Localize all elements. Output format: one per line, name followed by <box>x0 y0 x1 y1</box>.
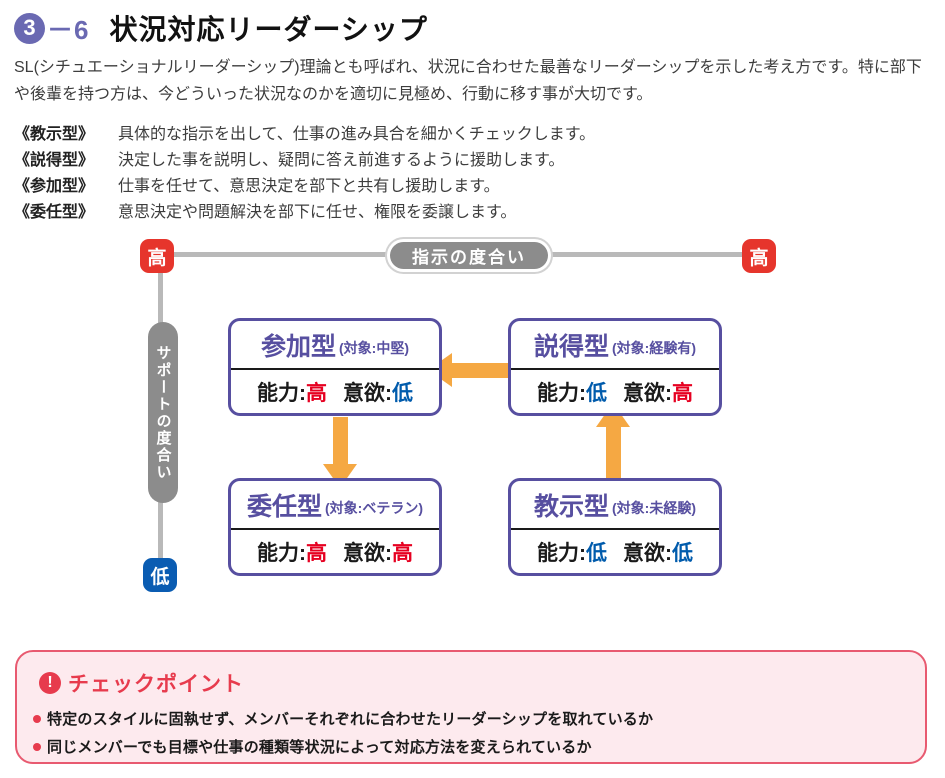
checkpoint-item-text: 同じメンバーでも目標や仕事の種類等状況によって対応方法を変えられているか <box>47 739 592 756</box>
checkpoint-title: チェックポイント <box>68 673 244 696</box>
ability-value: 高 <box>306 381 327 405</box>
list-item: 《説得型》 決定した事を説明し、疑問に答え前進するように援助します。 <box>14 148 595 174</box>
definition-label: 《説得型》 <box>14 152 95 169</box>
definition-label: 《参加型》 <box>14 178 95 195</box>
y-axis-label: サポートの度合い <box>148 322 178 503</box>
divider <box>511 528 719 530</box>
box-values: 能力:高 意欲:高 <box>231 530 439 573</box>
definition-label: 《教示型》 <box>14 126 95 143</box>
list-item: 《教示型》 具体的な指示を出して、仕事の進み具合を細かくチェックします。 <box>14 122 595 148</box>
box-values: 能力:低 意欲:高 <box>511 370 719 413</box>
axis-endpoint-high-right: 高 <box>742 239 776 273</box>
box-kyoji: 教示型 (対象:未経験) 能力:低 意欲:低 <box>508 478 722 576</box>
box-sanka: 参加型 (対象:中堅) 能力:高 意欲:低 <box>228 318 442 416</box>
divider <box>231 368 439 370</box>
axis-endpoint-low-bottom: 低 <box>143 558 177 592</box>
arrow-kyoji-to-settoku-shaft <box>606 426 621 479</box>
exclamation-icon: ! <box>39 672 61 694</box>
box-values: 能力:高 意欲:低 <box>231 370 439 413</box>
style-name: 説得型 <box>533 332 609 361</box>
definition-label: 《委任型》 <box>14 204 95 221</box>
ability-label: 能力: <box>537 381 586 405</box>
definition-text: 意思決定や問題解決を部下に任せ、権限を委譲します。 <box>118 204 517 221</box>
ability-value: 低 <box>586 541 607 565</box>
box-inin: 委任型 (対象:ベテラン) 能力:高 意欲:高 <box>228 478 442 576</box>
axis-endpoint-high-left: 高 <box>140 239 174 273</box>
checkpoint-header: ! チェックポイント <box>39 668 925 698</box>
ability-label: 能力: <box>257 381 306 405</box>
style-target: (対象:中堅) <box>339 339 409 356</box>
list-item: 同じメンバーでも目標や仕事の種類等状況によって対応方法を変えられているか <box>33 736 925 757</box>
bullet-dot-icon <box>33 714 41 723</box>
box-title: 参加型 (対象:中堅) <box>231 321 439 368</box>
style-target: (対象:経験有) <box>612 339 696 356</box>
divider <box>231 528 439 530</box>
ability-label: 能力: <box>537 541 586 565</box>
definition-text: 具体的な指示を出して、仕事の進み具合を細かくチェックします。 <box>118 126 596 143</box>
bullet-dot-icon <box>33 742 41 751</box>
chapter-suffix: －6 <box>47 14 90 45</box>
list-item: 《委任型》 意思決定や問題解決を部下に任せ、権限を委譲します。 <box>14 200 595 226</box>
style-name: 参加型 <box>260 332 336 361</box>
divider <box>511 368 719 370</box>
intro-paragraph: SL(シチュエーショナルリーダーシップ)理論とも呼ばれ、状況に合わせた最善なリー… <box>14 59 922 103</box>
box-title: 委任型 (対象:ベテラン) <box>231 481 439 528</box>
definition-text: 仕事を任せて、意思決定を部下と共有し援助します。 <box>118 178 500 195</box>
style-name: 教示型 <box>533 492 609 521</box>
will-value: 高 <box>672 381 693 405</box>
list-item: 《参加型》 仕事を任せて、意思決定を部下と共有し援助します。 <box>14 174 595 200</box>
box-title: 教示型 (対象:未経験) <box>511 481 719 528</box>
arrow-sanka-to-inin-shaft <box>333 417 348 465</box>
chapter-number-circle-icon: 3 <box>14 12 45 44</box>
ability-value: 高 <box>306 541 327 565</box>
will-label: 意欲: <box>343 381 392 405</box>
list-item: 特定のスタイルに固執せず、メンバーそれぞれに合わせたリーダーシップを取れているか <box>33 708 925 729</box>
box-title: 説得型 (対象:経験有) <box>511 321 719 368</box>
definition-text: 決定した事を説明し、疑問に答え前進するように援助します。 <box>118 152 565 169</box>
header: 3 －6 状況対応リーダーシップ <box>14 8 428 48</box>
style-target: (対象:ベテラン) <box>325 499 423 516</box>
definitions-list: 《教示型》 具体的な指示を出して、仕事の進み具合を細かくチェックします。 《説得… <box>14 122 595 226</box>
box-settoku: 説得型 (対象:経験有) 能力:低 意欲:高 <box>508 318 722 416</box>
ability-value: 低 <box>586 381 607 405</box>
will-value: 高 <box>392 541 413 565</box>
style-name: 委任型 <box>246 492 322 521</box>
page-title: 状況対応リーダーシップ <box>109 14 428 45</box>
will-label: 意欲: <box>623 381 672 405</box>
style-target: (対象:未経験) <box>612 499 696 516</box>
will-value: 低 <box>672 541 693 565</box>
will-label: 意欲: <box>343 541 392 565</box>
will-label: 意欲: <box>623 541 672 565</box>
checkpoint-item-text: 特定のスタイルに固執せず、メンバーそれぞれに合わせたリーダーシップを取れているか <box>47 711 654 728</box>
x-axis-label: 指示の度合い <box>390 242 548 269</box>
checkpoint-panel: ! チェックポイント 特定のスタイルに固執せず、メンバーそれぞれに合わせたリーダ… <box>15 650 927 764</box>
ability-label: 能力: <box>257 541 306 565</box>
box-values: 能力:低 意欲:低 <box>511 530 719 573</box>
arrow-settoku-to-sanka-shaft <box>450 363 508 378</box>
will-value: 低 <box>392 381 413 405</box>
